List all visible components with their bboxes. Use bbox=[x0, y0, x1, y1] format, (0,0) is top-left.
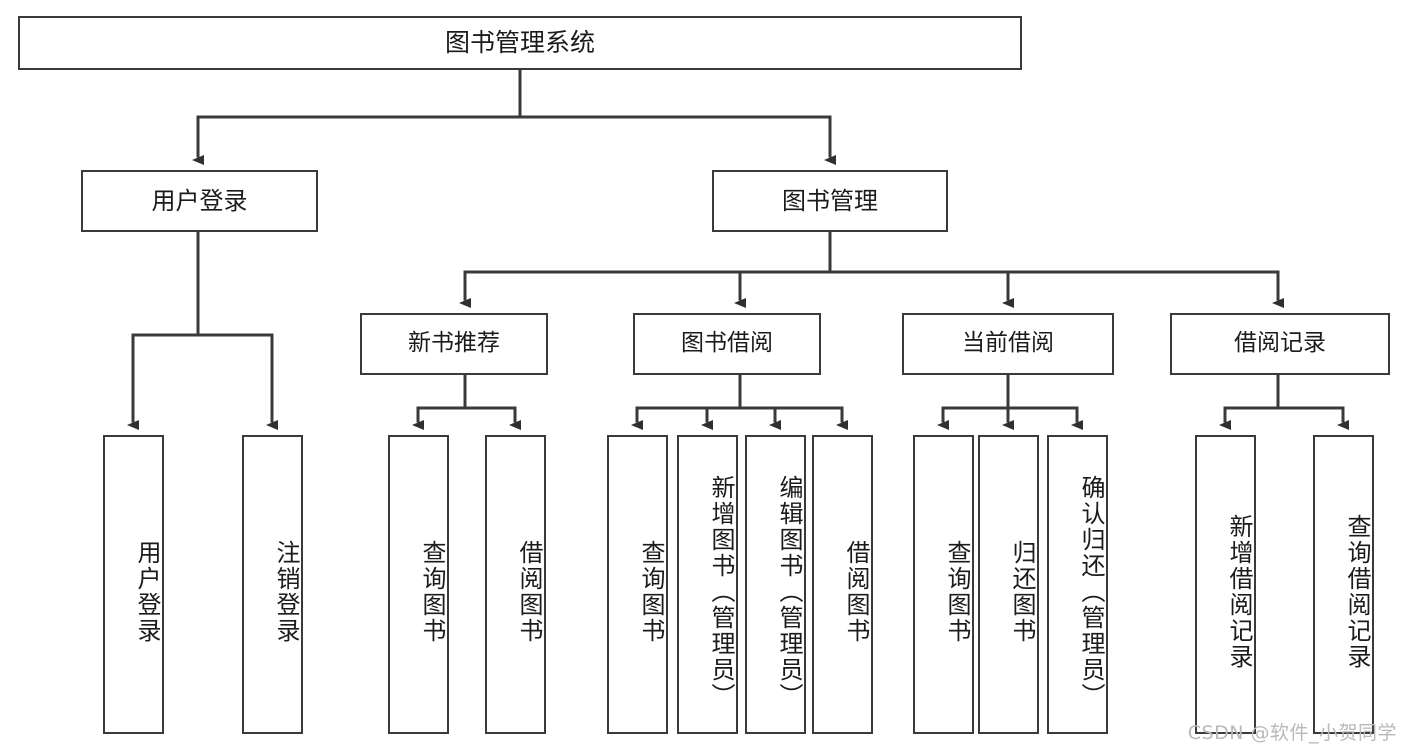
leaf-book-borrow-query[interactable]: 查询图书 bbox=[607, 435, 668, 734]
node-label: 图书管理 bbox=[782, 186, 878, 215]
node-label: 新增图书（管理员） bbox=[707, 474, 735, 709]
node-label: 图书管理系统 bbox=[444, 28, 595, 57]
node-label: 用户登录 bbox=[151, 186, 248, 215]
leaf-new-book-borrow[interactable]: 借阅图书 bbox=[485, 435, 546, 734]
leaf-book-borrow-edit[interactable]: 编辑图书（管理员） bbox=[745, 435, 806, 734]
leaf-user-login-login[interactable]: 用户登录 bbox=[103, 435, 164, 734]
node-book-management[interactable]: 图书管理 bbox=[712, 170, 948, 232]
node-new-book-recommend[interactable]: 新书推荐 bbox=[360, 313, 548, 375]
node-root-system[interactable]: 图书管理系统 bbox=[18, 16, 1022, 70]
leaf-new-book-query[interactable]: 查询图书 bbox=[388, 435, 449, 734]
leaf-current-borrow-confirm-return[interactable]: 确认归还（管理员） bbox=[1047, 435, 1108, 734]
leaf-book-borrow-add[interactable]: 新增图书（管理员） bbox=[677, 435, 738, 734]
leaf-book-borrow-borrow[interactable]: 借阅图书 bbox=[812, 435, 873, 734]
node-label: 编辑图书（管理员） bbox=[775, 474, 803, 709]
node-label: 借阅图书 bbox=[842, 539, 870, 644]
node-label: 借阅图书 bbox=[515, 539, 543, 644]
node-label: 查询图书 bbox=[943, 539, 971, 644]
node-label: 查询借阅记录 bbox=[1343, 513, 1371, 670]
node-label: 新增借阅记录 bbox=[1225, 513, 1253, 670]
node-label: 借阅记录 bbox=[1234, 330, 1326, 357]
node-label: 当前借阅 bbox=[962, 330, 1054, 357]
node-user-login[interactable]: 用户登录 bbox=[81, 170, 318, 232]
leaf-current-borrow-query[interactable]: 查询图书 bbox=[913, 435, 974, 734]
leaf-borrow-record-add[interactable]: 新增借阅记录 bbox=[1195, 435, 1256, 734]
node-book-borrow[interactable]: 图书借阅 bbox=[633, 313, 821, 375]
leaf-user-login-logout[interactable]: 注销登录 bbox=[242, 435, 303, 734]
leaf-borrow-record-query[interactable]: 查询借阅记录 bbox=[1313, 435, 1374, 734]
watermark-text: CSDN @软件_小贺同学 bbox=[1187, 722, 1397, 744]
node-current-borrow[interactable]: 当前借阅 bbox=[902, 313, 1114, 375]
node-label: 归还图书 bbox=[1008, 539, 1036, 644]
node-label: 新书推荐 bbox=[408, 330, 500, 357]
node-label: 查询图书 bbox=[418, 539, 446, 644]
node-label: 图书借阅 bbox=[681, 330, 773, 357]
node-label: 用户登录 bbox=[133, 539, 161, 644]
node-label: 查询图书 bbox=[637, 539, 665, 644]
leaf-current-borrow-return[interactable]: 归还图书 bbox=[978, 435, 1039, 734]
node-borrow-record[interactable]: 借阅记录 bbox=[1170, 313, 1390, 375]
node-label: 确认归还（管理员） bbox=[1077, 474, 1105, 709]
node-label: 注销登录 bbox=[272, 539, 300, 644]
